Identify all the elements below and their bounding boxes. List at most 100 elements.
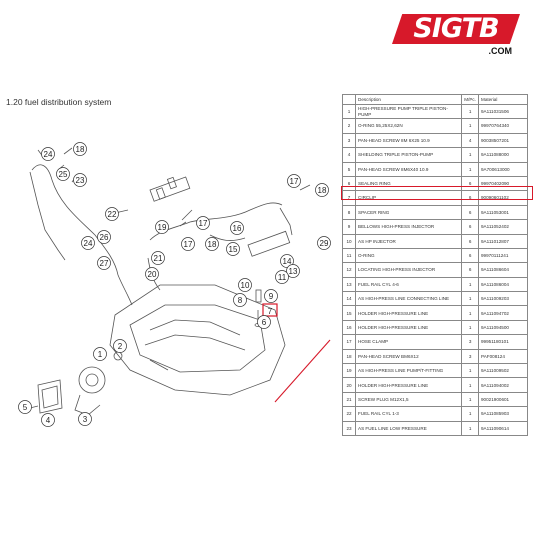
callout-1: 1 [93, 347, 107, 361]
svg-text:11: 11 [278, 273, 287, 282]
row-qty: 1 [461, 406, 479, 422]
row-material: 9A111085903 [478, 406, 528, 422]
svg-text:19: 19 [158, 223, 167, 232]
callout-18c: 18 [205, 237, 219, 251]
row-pos: 23 [342, 420, 356, 436]
row-description: HIGH-PRESSURE PUMP TRIPLE PISTON-PUMP [354, 103, 463, 120]
callout-10: 10 [238, 278, 252, 292]
row-pos: 1 [342, 103, 356, 120]
row-pos: 8 [342, 204, 356, 221]
callout-21: 21 [151, 251, 165, 265]
row-description: LOCATING HIGH-PRESS INJECTOR [354, 262, 463, 278]
callout-23: 23 [73, 173, 87, 187]
svg-text:9: 9 [269, 292, 274, 301]
row-pos: 4 [342, 147, 356, 163]
row-pos: 18 [342, 348, 356, 365]
header-pos [342, 94, 356, 105]
callout-2: 2 [113, 339, 127, 353]
row-pos: 5 [342, 161, 356, 177]
row-pos: 20 [342, 377, 356, 393]
svg-text:25: 25 [59, 170, 68, 179]
row-description: SHIELDING TRIPLE PISTON-PUMP [354, 147, 463, 163]
brand-logo[interactable]: SIGTB .COM [392, 14, 520, 58]
callout-18b: 18 [315, 183, 329, 197]
svg-text:20: 20 [148, 270, 157, 279]
svg-text:21: 21 [154, 254, 163, 263]
row-material: 99970764340 [478, 118, 528, 134]
highlight-box [341, 186, 533, 200]
svg-text:17: 17 [184, 240, 193, 249]
row-description: AS HIGH-PRESS LINE CONNECTING LINE [354, 291, 463, 307]
row-qty: 1 [461, 118, 479, 134]
row-description: AS HP INJECTOR [354, 233, 463, 249]
row-pos: 21 [342, 391, 356, 408]
row-material: 90038507201 [478, 132, 528, 149]
row-description: HOSE CLAMP [354, 334, 463, 350]
row-material: 9A111009203 [478, 291, 528, 307]
svg-text:18: 18 [76, 145, 85, 154]
row-qty: 1 [461, 363, 479, 379]
exploded-parts-diagram: 24 18 25 23 22 17 18 19 16 17 17 18 15 2… [18, 142, 331, 427]
callout-13: 13 [286, 264, 300, 278]
row-description: AS HIGH-PRESS LINE PUMP/T-FITTING [354, 363, 463, 379]
row-material: 9A111094500 [478, 319, 528, 336]
row-material: 9A111053001 [478, 204, 528, 221]
svg-text:18: 18 [318, 186, 327, 195]
row-description: PAN-HEAD SCREW BM6X12 [354, 348, 463, 365]
row-pos: 19 [342, 363, 356, 379]
callout-19: 19 [155, 220, 169, 234]
row-qty: 1 [461, 305, 479, 321]
table-header-row: Description M/Pc. Material [342, 94, 528, 105]
row-qty: 1 [461, 291, 479, 307]
logo-domain: .COM [488, 46, 513, 56]
row-qty: 6 [461, 219, 479, 235]
callout-24b: 24 [81, 236, 95, 250]
row-description: FUEL RAIL CYL 4-6 [354, 276, 463, 293]
svg-text:23: 23 [76, 176, 85, 185]
row-material: 9A111012807 [478, 233, 528, 249]
row-pos: 9 [342, 219, 356, 235]
row-material: 99970111241 [478, 247, 528, 264]
callout-15: 15 [226, 242, 240, 256]
row-pos: 11 [342, 247, 356, 264]
svg-text:7: 7 [268, 307, 273, 316]
callout-6: 6 [257, 315, 271, 329]
svg-text:17: 17 [290, 177, 299, 186]
row-material: 9A111088000 [478, 147, 528, 163]
callout-20: 20 [145, 267, 159, 281]
row-description: PAN-HEAD SCREW 8M6X40 10.9 [354, 161, 463, 177]
svg-text:16: 16 [233, 224, 242, 233]
logo-text: SIGTB [392, 14, 520, 44]
row-material: 99951180101 [478, 334, 528, 350]
row-description: HOLDER HIGH-PRESSURE LINE [354, 377, 463, 393]
svg-text:14: 14 [283, 257, 292, 266]
section-title: 1.20 fuel distribution system [6, 97, 112, 107]
svg-text:15: 15 [229, 245, 238, 254]
row-description: FUEL RAIL CYL 1-3 [354, 406, 463, 422]
callout-5: 5 [18, 400, 32, 414]
row-pos: 16 [342, 319, 356, 336]
callout-17a: 17 [287, 174, 301, 188]
